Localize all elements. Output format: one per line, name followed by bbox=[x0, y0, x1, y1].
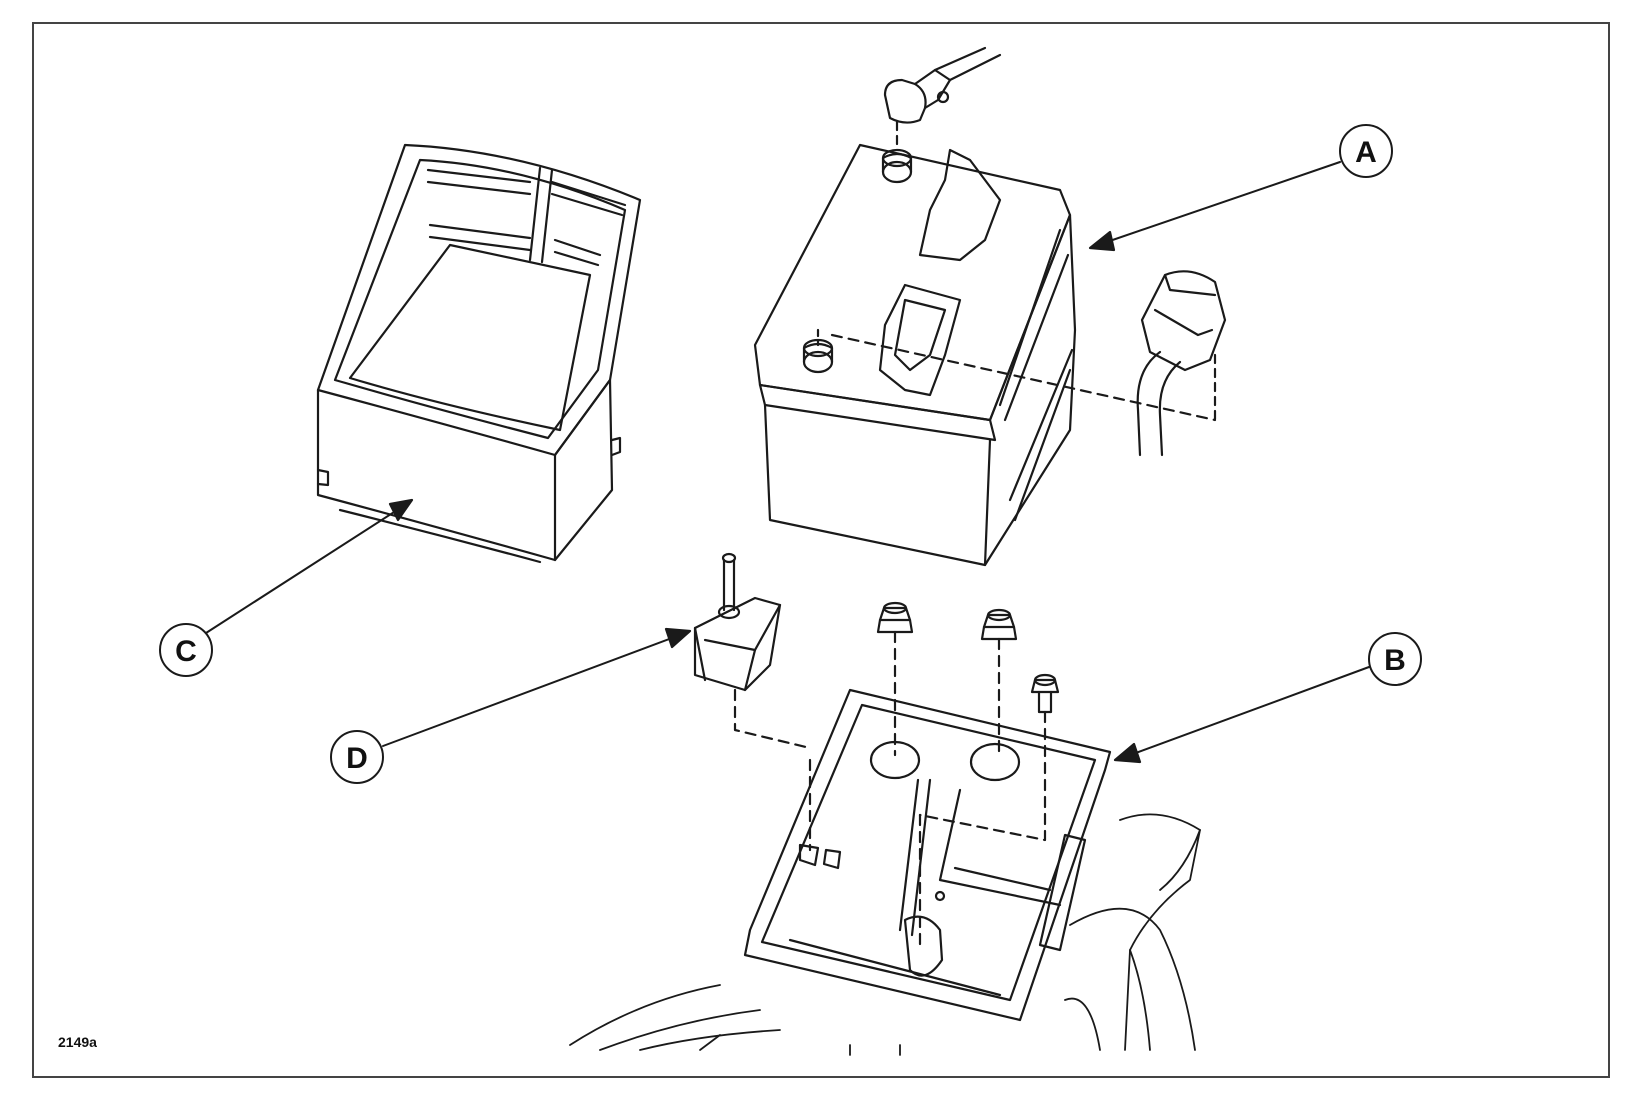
callout-label-c: C bbox=[175, 635, 197, 668]
battery-cover bbox=[316, 143, 642, 564]
negative-cable bbox=[816, 270, 1227, 457]
callout-d bbox=[330, 627, 692, 784]
figure-id-label: 2149a bbox=[58, 1034, 97, 1050]
callout-c bbox=[159, 498, 414, 677]
positive-terminal-clamp bbox=[883, 46, 1002, 147]
callout-label-a: A bbox=[1355, 136, 1377, 169]
callout-a bbox=[1088, 124, 1393, 252]
vehicle-body-outline bbox=[569, 813, 1201, 1056]
callout-b bbox=[1113, 632, 1422, 764]
tray-bolts bbox=[808, 601, 1060, 947]
battery bbox=[753, 143, 1077, 567]
battery-tray bbox=[743, 688, 1112, 1022]
callout-label-d: D bbox=[346, 742, 368, 775]
callout-label-b: B bbox=[1384, 644, 1406, 677]
hold-down-clamp bbox=[693, 552, 812, 750]
figure-frame bbox=[32, 22, 1610, 1078]
